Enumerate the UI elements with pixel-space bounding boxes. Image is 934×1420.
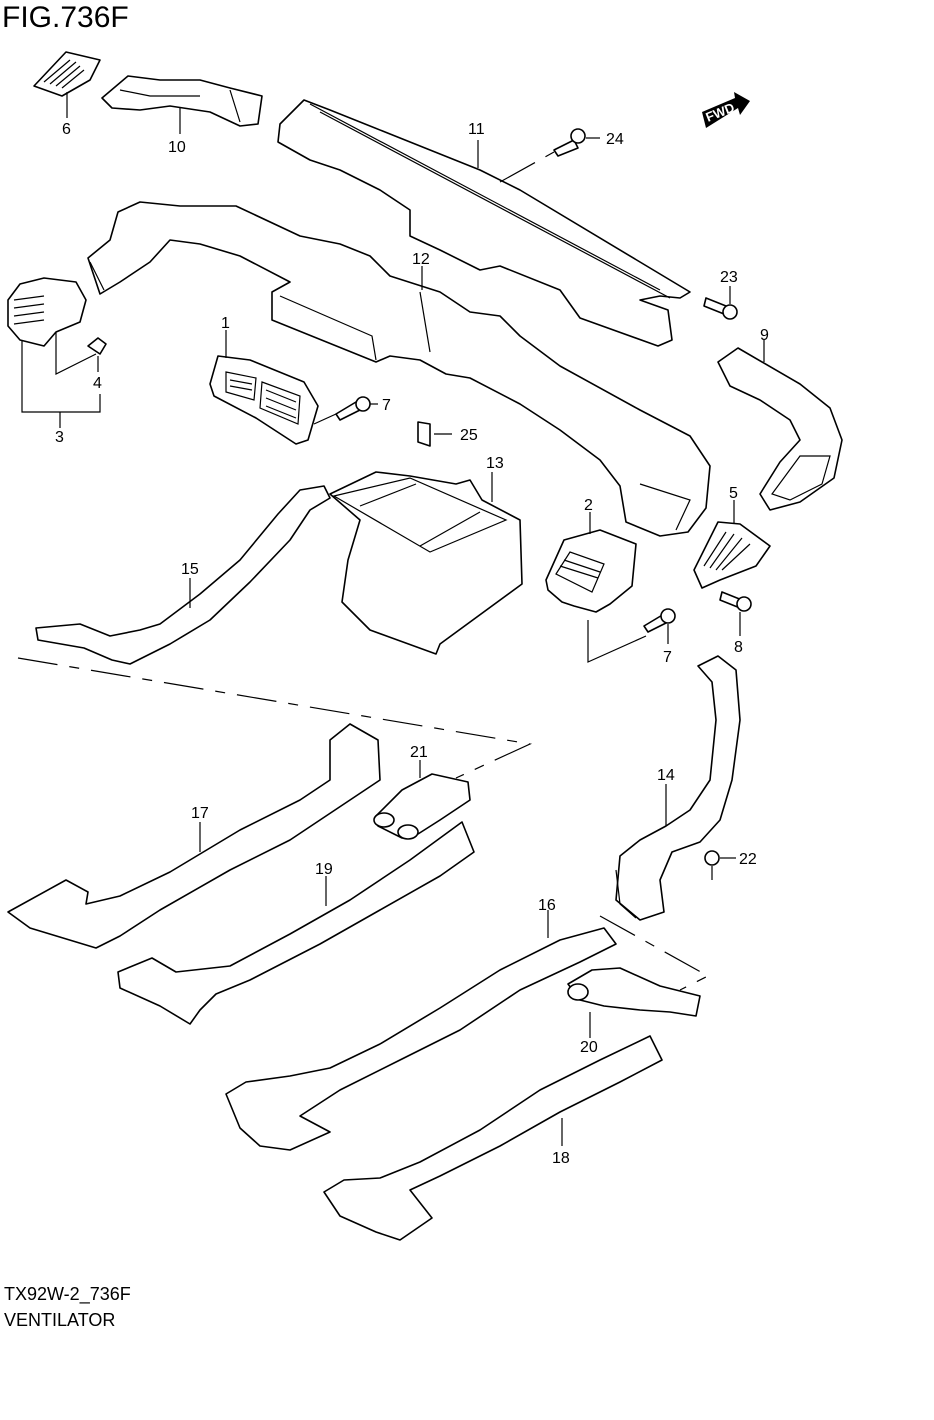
part-20-joint: [567, 967, 701, 1038]
part-10-duct: [101, 75, 263, 134]
figure-name: VENTILATOR: [4, 1310, 116, 1330]
part-21-joint: [373, 760, 471, 840]
callout-3: 3: [55, 429, 64, 446]
callout-2: 2: [584, 497, 593, 514]
group-bracket-rear-ducts: [17, 657, 533, 779]
callout-19: 19: [315, 861, 333, 878]
callout-11: 11: [468, 121, 485, 138]
part-22-clip: [704, 850, 736, 880]
part-2-side-vent: [545, 512, 647, 663]
fwd-label: FWD: [704, 100, 737, 125]
callout-22: 22: [739, 851, 757, 868]
callout-7-lower: 7: [663, 649, 672, 666]
part-8-screw: [719, 591, 752, 636]
part-5-vent-grille: [693, 500, 771, 589]
callout-12: 12: [412, 251, 430, 268]
part-24-screw: [499, 128, 600, 183]
part-15-floor-duct: [35, 485, 331, 665]
callout-24: 24: [606, 131, 624, 148]
callout-25: 25: [460, 427, 478, 444]
part-13-heater-duct: [329, 471, 523, 655]
part-23-screw: [703, 286, 738, 320]
callout-labels: 1 2 3 4 5 6 7 7 8 9 10 11 12 13 14 15 16…: [55, 121, 769, 1167]
part-7-screw-upper: [313, 396, 378, 425]
callout-7-upper: 7: [382, 397, 391, 414]
callout-5: 5: [729, 485, 738, 502]
part-18-floor-duct: [323, 1035, 663, 1241]
callout-9: 9: [760, 327, 769, 344]
figure-title: FIG.736F: [2, 1, 129, 34]
callout-8: 8: [734, 639, 743, 656]
callout-14: 14: [657, 767, 675, 784]
callout-13: 13: [486, 455, 504, 472]
part-7-screw-lower: [643, 608, 676, 644]
part-9-side-duct: [717, 340, 843, 511]
part-3-side-vent: [7, 277, 101, 428]
part-17-rear-duct: [7, 723, 381, 949]
part-19-rear-duct: [117, 821, 475, 1025]
figure-code: TX92W-2_736F: [4, 1284, 131, 1304]
part-4-clip: [87, 337, 107, 372]
callout-10: 10: [168, 139, 186, 156]
part-12-main-duct: [87, 201, 711, 537]
callout-6: 6: [62, 121, 71, 138]
callout-16: 16: [538, 897, 556, 914]
callout-18: 18: [552, 1150, 570, 1167]
callout-4: 4: [93, 375, 102, 392]
callout-15: 15: [181, 561, 199, 578]
part-14-riser-duct: [615, 655, 741, 921]
part-16-floor-duct: [225, 910, 617, 1151]
part-6-vent-grille: [33, 51, 101, 118]
callout-23: 23: [720, 269, 738, 286]
callout-17: 17: [191, 805, 209, 822]
forward-direction-arrow: FWD: [702, 92, 750, 128]
callout-20: 20: [580, 1039, 598, 1056]
part-25-clip-nut: [417, 421, 452, 447]
callout-21: 21: [410, 744, 428, 761]
callout-1: 1: [221, 315, 230, 332]
part-1-center-vent: [209, 330, 319, 445]
part-11-beam-duct: [277, 99, 691, 347]
